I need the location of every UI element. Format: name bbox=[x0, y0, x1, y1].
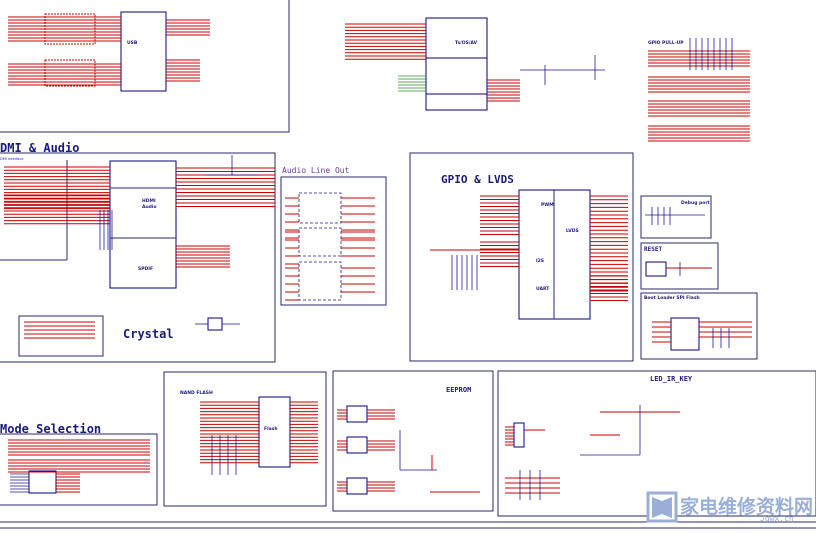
connector-led bbox=[513, 422, 525, 448]
hdmi-circuit: HDMI Audio SPDIF bbox=[0, 160, 177, 289]
wiring bbox=[4, 16, 752, 500]
title-led-ir-key: LED_IR_KEY bbox=[650, 375, 693, 383]
svg-text:Flash: Flash bbox=[264, 426, 278, 432]
svg-text:Audio: Audio bbox=[142, 204, 157, 210]
frame-crystal-left bbox=[18, 315, 104, 357]
title-gpio-lvds: GPIO & LVDS bbox=[441, 173, 514, 186]
gpio-lvds-circuit: PWM LVDS UART I2S bbox=[518, 189, 591, 320]
svg-text:USB: USB bbox=[127, 40, 138, 46]
audio-line-out-circuit bbox=[298, 192, 342, 301]
chip-nand bbox=[258, 396, 291, 468]
chip-mode-sel bbox=[28, 470, 57, 494]
title-hdmi-interface: DMI Interface bbox=[0, 157, 24, 161]
chip-eeprom-3 bbox=[346, 477, 368, 495]
title-audio-line-out: Audio Line Out bbox=[282, 166, 350, 175]
chip-usb-hub bbox=[120, 11, 167, 92]
watermark-sub: Jdwx.cn bbox=[760, 514, 794, 523]
svg-text:HDMI: HDMI bbox=[142, 198, 156, 204]
frame-gpio-lvds bbox=[409, 152, 634, 362]
title-mode-selection: Mode Selection bbox=[0, 422, 101, 436]
nand-eeprom-circuit: Flash bbox=[28, 261, 700, 495]
watermark: 家电维修资料网 Jdwx.cn bbox=[646, 491, 813, 523]
svg-text:SPDIF: SPDIF bbox=[138, 266, 153, 272]
chip-reset bbox=[645, 261, 667, 277]
frame-reset bbox=[640, 242, 719, 290]
title-hdmi-audio: DMI & Audio bbox=[0, 141, 79, 155]
top-left-circuit: USB bbox=[44, 11, 167, 92]
title-eeprom: EEPROM bbox=[446, 386, 471, 394]
title-gpio-pullup: GPIO PULL-UP bbox=[648, 40, 684, 46]
frame-debug-port bbox=[640, 195, 712, 239]
title-crystal: Crystal bbox=[123, 327, 174, 341]
svg-text:LVDS: LVDS bbox=[566, 228, 579, 234]
title-nand-flash: NAND FLASH bbox=[180, 390, 213, 396]
chip-eeprom-2 bbox=[346, 436, 368, 454]
top-middle-circuit: Ts/OS/AV bbox=[425, 17, 488, 111]
svg-text:PWM: PWM bbox=[541, 202, 554, 208]
svg-text:UART: UART bbox=[536, 286, 550, 292]
watermark-text: 家电维修资料网 bbox=[680, 495, 813, 518]
title-reset: RESET bbox=[644, 246, 662, 253]
title-debug-port: Debug port bbox=[681, 200, 711, 206]
frame-boot-loader bbox=[640, 292, 758, 360]
frame-top-left bbox=[0, 0, 290, 133]
crystal-x1 bbox=[207, 317, 223, 331]
frame-nand-flash bbox=[163, 371, 327, 507]
frame-audio-line-out bbox=[280, 176, 387, 306]
svg-text:Ts/OS/AV: Ts/OS/AV bbox=[455, 40, 478, 46]
svg-text:I2S: I2S bbox=[536, 258, 544, 264]
frame-hdmi-audio bbox=[0, 152, 276, 363]
title-boot-loader: Boot Loader SPI Flash bbox=[644, 295, 700, 301]
frame-mode-selection bbox=[0, 433, 158, 506]
section-titles: DMI & Audio DMI Interface Audio Line Out… bbox=[0, 40, 711, 436]
chip-eeprom-1 bbox=[346, 405, 368, 423]
chip-spi-flash bbox=[670, 317, 700, 351]
chip-decoder-lower bbox=[425, 57, 488, 95]
watermark-book-pages-icon bbox=[652, 497, 672, 518]
frame-eeprom bbox=[332, 370, 494, 512]
chip-hdmi-audio bbox=[109, 160, 177, 289]
